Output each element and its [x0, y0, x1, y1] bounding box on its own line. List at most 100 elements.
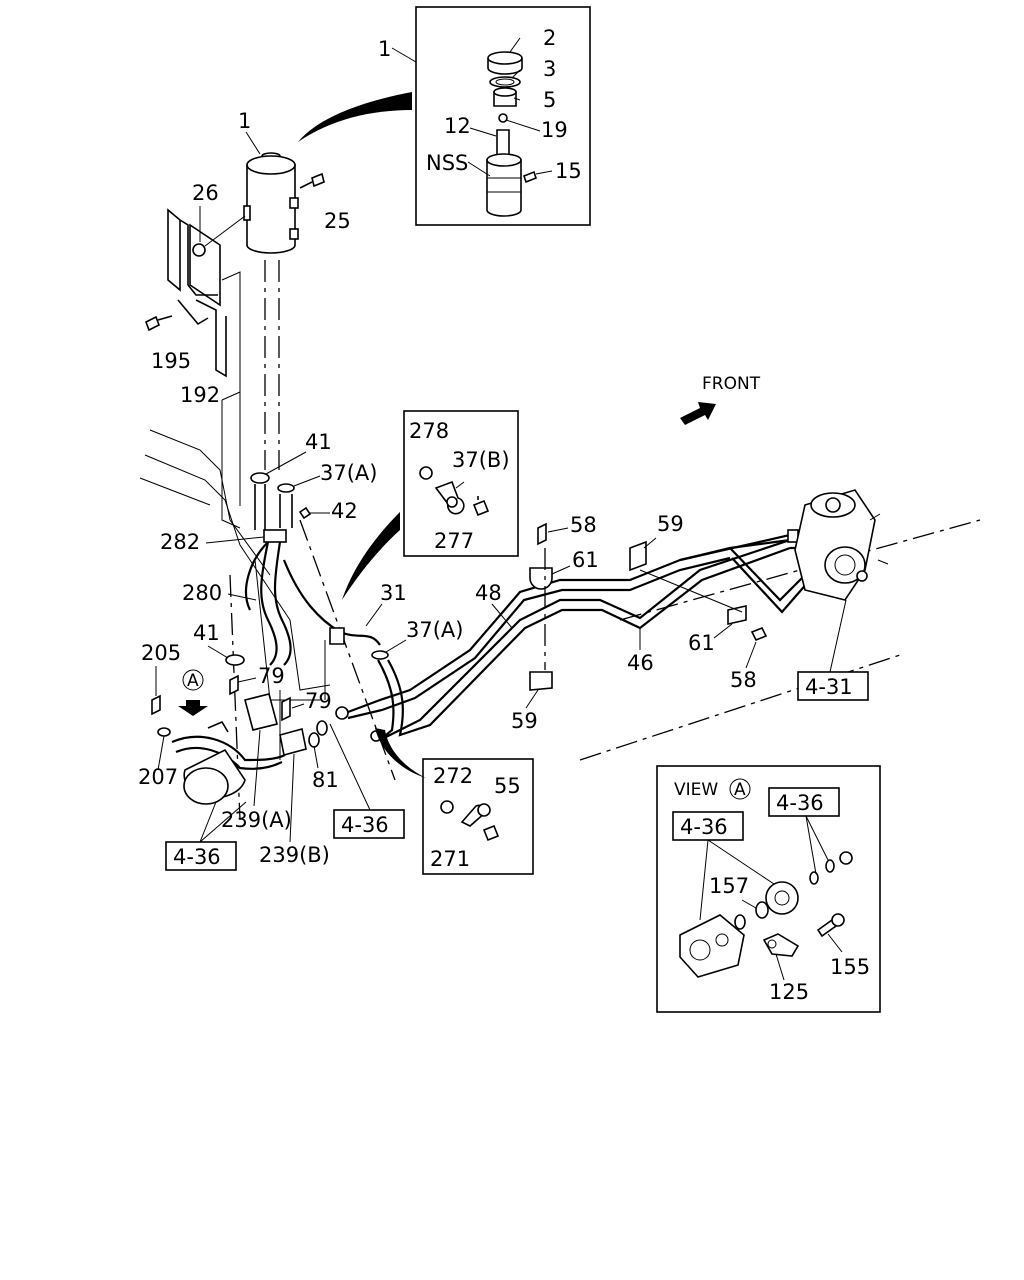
inset-clip-b: 278 37(B) 277: [403, 410, 519, 557]
label-46: 46: [627, 651, 654, 675]
label-277: 277: [434, 529, 474, 553]
label-41-lower: 41: [193, 621, 220, 645]
inset-cap-assembly: 2 3 5 12 19 NSS 15 1: [378, 6, 591, 226]
clamp-37a-top: [277, 483, 295, 493]
label-37b: 37(B): [452, 448, 510, 472]
ref-4-36-mid-label: 4-36: [341, 813, 389, 837]
bracket-239b: [279, 728, 307, 756]
bolt-79-lower: [281, 696, 291, 722]
view-a-ref-left-label: 4-36: [680, 815, 728, 839]
view-a-pump: [679, 914, 745, 978]
view-a-label-125: 125: [769, 980, 809, 1004]
label-59-upper: 59: [657, 512, 684, 536]
clamp-41-top: [250, 472, 270, 484]
washer-207: [157, 727, 171, 737]
label-280: 280: [182, 581, 222, 605]
bolt-25: [311, 172, 325, 188]
bolt-195: [144, 315, 161, 332]
reservoir-group: [144, 152, 325, 529]
cap-part-2: [487, 51, 523, 65]
label-195: 195: [151, 349, 191, 373]
label-79-upper: 79: [258, 664, 285, 688]
steering-gear: [794, 489, 889, 601]
bolt-58-upper: [537, 522, 547, 546]
label-37a-lower: 37(A): [406, 618, 463, 642]
view-a-bracket-125: [762, 933, 800, 957]
front-arrow-icon: [680, 402, 716, 425]
bracket-59-upper: [629, 540, 647, 572]
label-61-lower: 61: [688, 631, 715, 655]
label-55: 55: [494, 774, 521, 798]
view-a-gear: [765, 881, 799, 915]
part-19: [498, 113, 508, 123]
label-15: 15: [555, 159, 582, 183]
ref-4-36-left-label: 4-36: [173, 845, 221, 869]
callout-arrow-clip-c: [375, 728, 426, 778]
inset-clip-c-frame: [422, 758, 534, 875]
label-3: 3: [543, 57, 556, 81]
label-26: 26: [192, 181, 219, 205]
callout-arrow-clip-b: [342, 512, 400, 600]
label-5: 5: [543, 88, 556, 112]
label-42: 42: [331, 499, 358, 523]
bolt-79-upper: [229, 674, 239, 696]
inset-clip-c: 272 55 271: [422, 758, 534, 875]
callout-arrow-reservoir: [298, 92, 412, 142]
reservoir-tank: [246, 164, 296, 254]
view-a-circle-letter: A: [734, 780, 746, 800]
front-label: FRONT: [702, 374, 761, 394]
inset-frame: [415, 6, 591, 226]
view-a-title: VIEW: [674, 780, 718, 800]
label-272: 272: [433, 764, 473, 788]
bolt-58-lower: [750, 626, 768, 642]
label-271: 271: [430, 847, 470, 871]
ref-4-36-mid[interactable]: [333, 809, 405, 839]
label-282: 282: [160, 530, 200, 554]
inset-view-a: VIEW A 4-36 4-36 157 155 125: [656, 765, 881, 1013]
part-15: [523, 170, 537, 184]
ref-4-36-left[interactable]: [165, 841, 237, 871]
view-a-ref-right[interactable]: [768, 787, 840, 817]
label-31: 31: [380, 581, 407, 605]
clamp-41-lower: [225, 654, 245, 666]
ref-4-31-label: 4-31: [805, 675, 853, 699]
label-1: 1: [238, 109, 251, 133]
nut-26: [192, 243, 206, 257]
view-a-ref-left[interactable]: [672, 811, 744, 841]
label-278: 278: [409, 419, 449, 443]
inset-view-a-frame: [656, 765, 881, 1013]
label-79-lower: 79: [305, 689, 332, 713]
clip-42: [298, 506, 312, 520]
label-61-upper: 61: [572, 548, 599, 572]
view-a-label-155: 155: [830, 955, 870, 979]
frame-rail: [139, 429, 981, 821]
bracket-192: [167, 208, 181, 292]
ref-4-31[interactable]: [797, 671, 869, 701]
washer-81: [308, 732, 320, 748]
label-239b: 239(B): [259, 843, 330, 867]
bolt-205: [151, 694, 161, 716]
label-48: 48: [475, 581, 502, 605]
view-a-marker-circle: [182, 669, 204, 691]
clip-61-lower: [727, 605, 747, 625]
pump-area: A: [151, 669, 328, 805]
label-nss: NSS: [426, 151, 468, 175]
bracket-59-lower: [529, 671, 553, 691]
label-assy-1: 1: [378, 37, 391, 61]
body-nss: [486, 159, 522, 217]
label-59-lower: 59: [511, 709, 538, 733]
label-25: 25: [324, 209, 351, 233]
label-58-upper: 58: [570, 513, 597, 537]
view-a-marker: A: [187, 671, 199, 691]
label-81: 81: [312, 768, 339, 792]
clips-brackets: [529, 522, 768, 691]
view-a-ref-right-label: 4-36: [776, 791, 824, 815]
fitting-282: [263, 529, 287, 543]
label-239a: 239(A): [221, 808, 292, 832]
seal-part-3: [489, 76, 521, 88]
label-205: 205: [141, 641, 181, 665]
view-a-oring-157: [755, 901, 769, 919]
view-a-label-157: 157: [709, 874, 749, 898]
clamp-37a-lower: [371, 650, 389, 660]
